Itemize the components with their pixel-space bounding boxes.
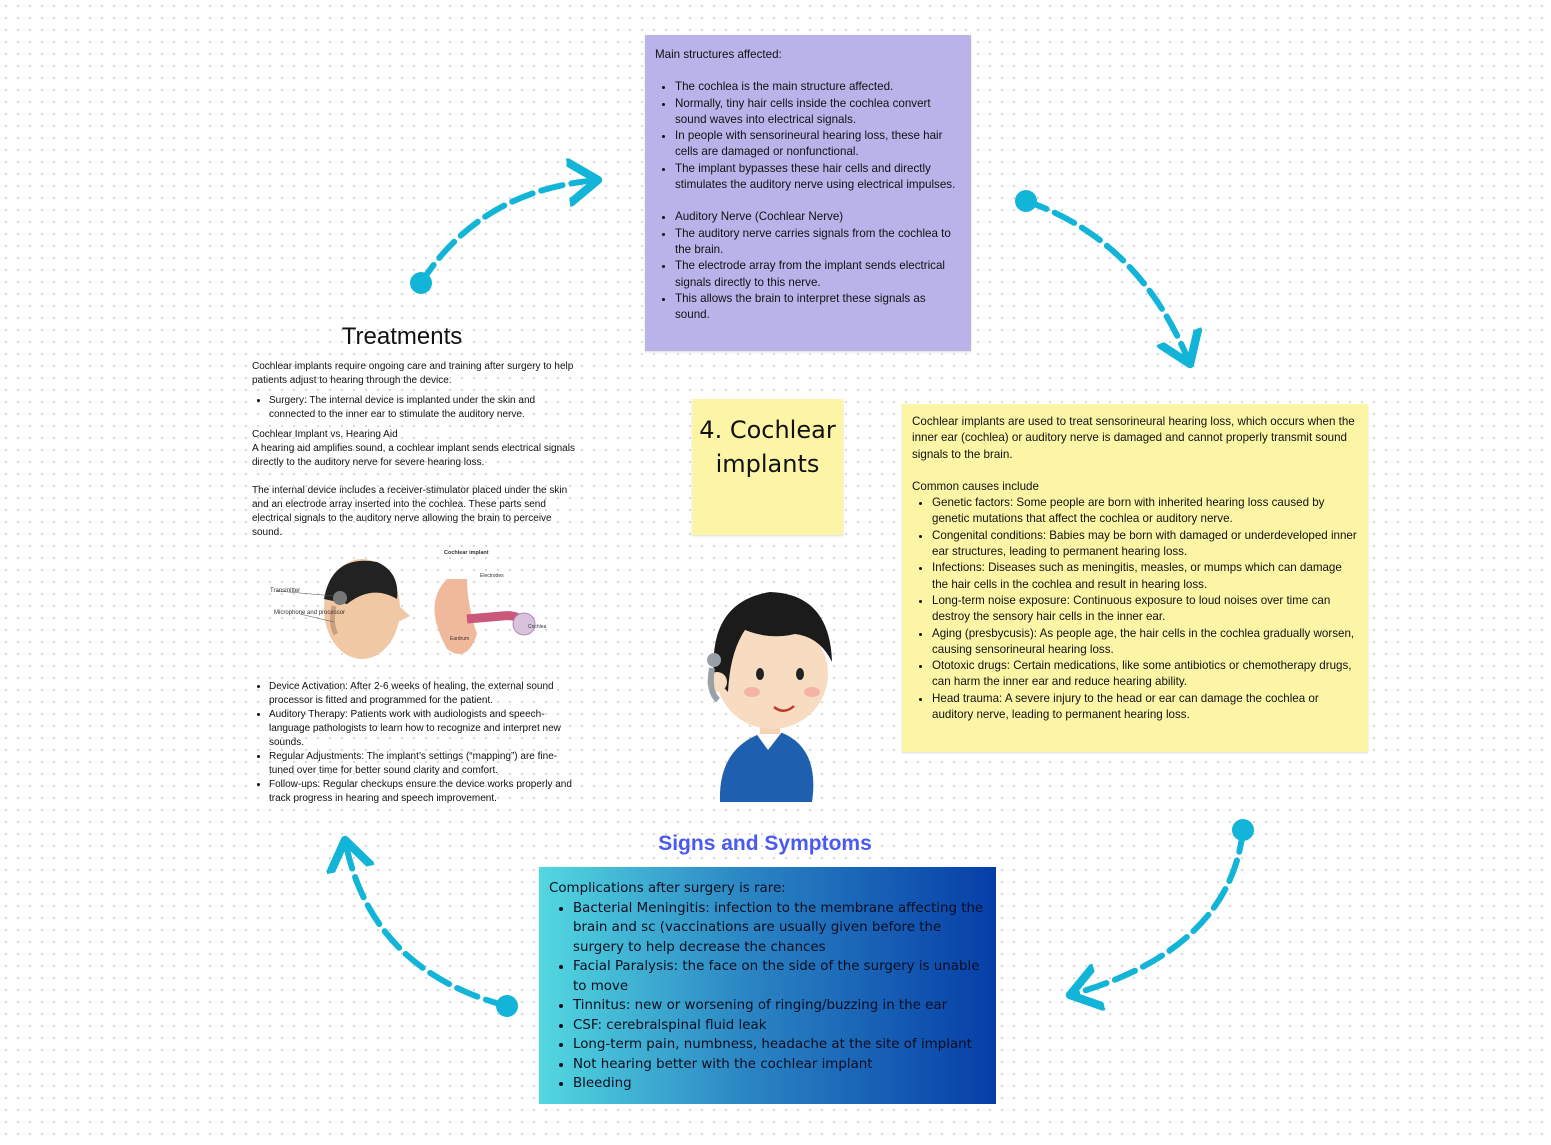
list-item: This allows the brain to interpret these… <box>675 291 961 324</box>
label-microphone: Microphone and processor <box>274 610 345 616</box>
label-cochlea: Cochlea <box>528 624 547 630</box>
treatments-title: Treatments <box>341 323 463 350</box>
internal-device-text: The internal device includes a receiver-… <box>252 485 568 538</box>
list-item: Surgery: The internal device is implante… <box>269 394 582 422</box>
vs-heading: Cochlear Implant vs. Hearing Aid <box>252 429 398 440</box>
list-item: Follow-ups: Regular checkups ensure the … <box>269 778 582 806</box>
treatments-intro: Cochlear implants require ongoing care a… <box>252 361 574 386</box>
list-item: Congenital conditions: Babies may be bor… <box>932 528 1358 561</box>
list-item: Infections: Diseases such as meningitis,… <box>932 560 1358 593</box>
list-item: Tinnitus: new or worsening of ringing/bu… <box>573 996 986 1016</box>
label-transmitter: Transmitter <box>270 588 300 594</box>
label-implant: Cochlear implant <box>444 550 489 556</box>
causes-intro: Cochlear implants are used to treat sens… <box>912 415 1355 461</box>
label-electrodes: Electrodes <box>480 573 504 579</box>
causes-heading: Common causes include <box>912 479 1039 493</box>
label-eardrum: Eardrum <box>450 636 469 642</box>
signs-symptoms-title: Signs and Symptoms <box>658 832 872 855</box>
list-item: Auditory Nerve (Cochlear Nerve) <box>675 209 961 225</box>
cochlear-implant-diagram: Transmitter Microphone and processor Coc… <box>270 550 547 659</box>
list-item: The cochlea is the main structure affect… <box>675 79 961 95</box>
list-item: Device Activation: After 2-6 weeks of he… <box>269 680 582 708</box>
list-item: Long-term noise exposure: Continuous exp… <box>932 593 1358 626</box>
title-line-2: implants <box>715 450 820 478</box>
arrow-bottom-right <box>1070 827 1246 995</box>
list-item: In people with sensorineural hearing los… <box>675 128 961 161</box>
list-item: Auditory Therapy: Patients work with aud… <box>269 708 582 750</box>
list-item: CSF: cerebralspinal fluid leak <box>573 1016 986 1036</box>
list-item: The electrode array from the implant sen… <box>675 258 961 291</box>
arrow-bottom-left <box>345 840 510 1009</box>
list-item: The implant bypasses these hair cells an… <box>675 161 961 194</box>
list-item: Bleeding <box>573 1074 986 1094</box>
structures-heading: Main structures affected: <box>655 48 782 61</box>
list-item: Head trauma: A severe injury to the head… <box>932 691 1358 724</box>
vs-text: A hearing aid amplifies sound, a cochlea… <box>252 443 575 468</box>
list-item: Aging (presbycusis): As people age, the … <box>932 626 1358 659</box>
causes-note: Cochlear implants are used to treat sens… <box>902 404 1368 752</box>
arrow-top-left <box>418 180 598 286</box>
list-item: Ototoxic drugs: Certain medications, lik… <box>932 658 1358 691</box>
list-item: The auditory nerve carries signals from … <box>675 226 961 259</box>
structures-note: Main structures affected: The cochlea is… <box>645 35 971 351</box>
list-item: Bacterial Meningitis: infection to the m… <box>573 899 986 958</box>
list-item: Normally, tiny hair cells inside the coc… <box>675 96 961 129</box>
child-with-implant-illustration <box>707 592 832 802</box>
list-item: Regular Adjustments: The implant’s setti… <box>269 750 582 778</box>
list-item: Facial Paralysis: the face on the side o… <box>573 957 986 996</box>
symptoms-intro: Complications after surgery is rare: <box>549 881 786 896</box>
treatments-section: Treatments Cochlear implants require ong… <box>252 320 582 806</box>
list-item: Not hearing better with the cochlear imp… <box>573 1055 986 1075</box>
symptoms-box: Complications after surgery is rare: Bac… <box>539 867 996 1104</box>
list-item: Genetic factors: Some people are born wi… <box>932 495 1358 528</box>
title-line-1: 4. Cochlear <box>699 416 836 444</box>
arrow-top-right <box>1023 198 1190 364</box>
title-sticky-note: 4. Cochlear implants <box>692 399 843 535</box>
list-item: Long-term pain, numbness, headache at th… <box>573 1035 986 1055</box>
